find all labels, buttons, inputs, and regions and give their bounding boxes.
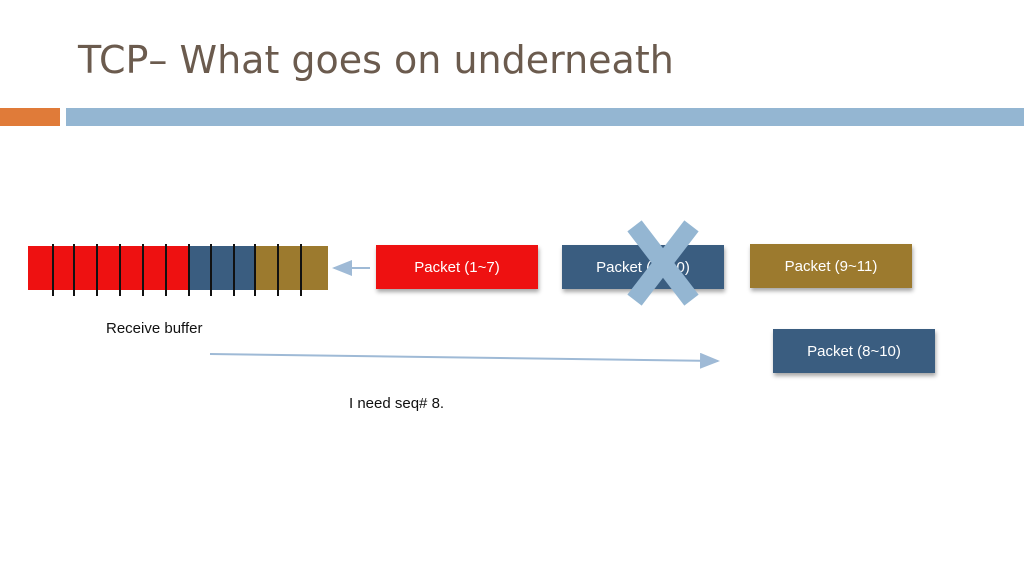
buffer-divider	[165, 244, 167, 296]
buffer-red-segment	[28, 246, 190, 290]
buffer-divider	[254, 244, 256, 296]
buffer-divider	[96, 244, 98, 296]
cross-icon	[627, 220, 699, 306]
buffer-divider	[277, 244, 279, 296]
buffer-divider	[188, 244, 190, 296]
buffer-gold-segment	[256, 246, 328, 290]
packet-1-7: Packet (1~7)	[376, 245, 538, 289]
ack-arrow	[209, 352, 720, 369]
packet-9-11: Packet (9~11)	[750, 244, 912, 288]
buffer-divider	[73, 244, 75, 296]
buffer-divider	[233, 244, 235, 296]
ack-message: I need seq# 8.	[349, 395, 445, 412]
header-accent-orange	[0, 108, 60, 126]
header-accent-blue	[66, 108, 1024, 126]
buffer-divider	[210, 244, 212, 296]
buffer-divider	[52, 244, 54, 296]
buffer-navy-segment	[190, 246, 256, 290]
packet-8-10-resent: Packet (8~10)	[773, 329, 935, 373]
buffer-divider	[142, 244, 144, 296]
buffer-divider	[300, 244, 302, 296]
slide-title: TCP– What goes on underneath	[78, 38, 674, 82]
receive-buffer	[28, 244, 328, 296]
receive-buffer-label: Receive buffer	[106, 320, 203, 337]
buffer-divider	[119, 244, 121, 296]
